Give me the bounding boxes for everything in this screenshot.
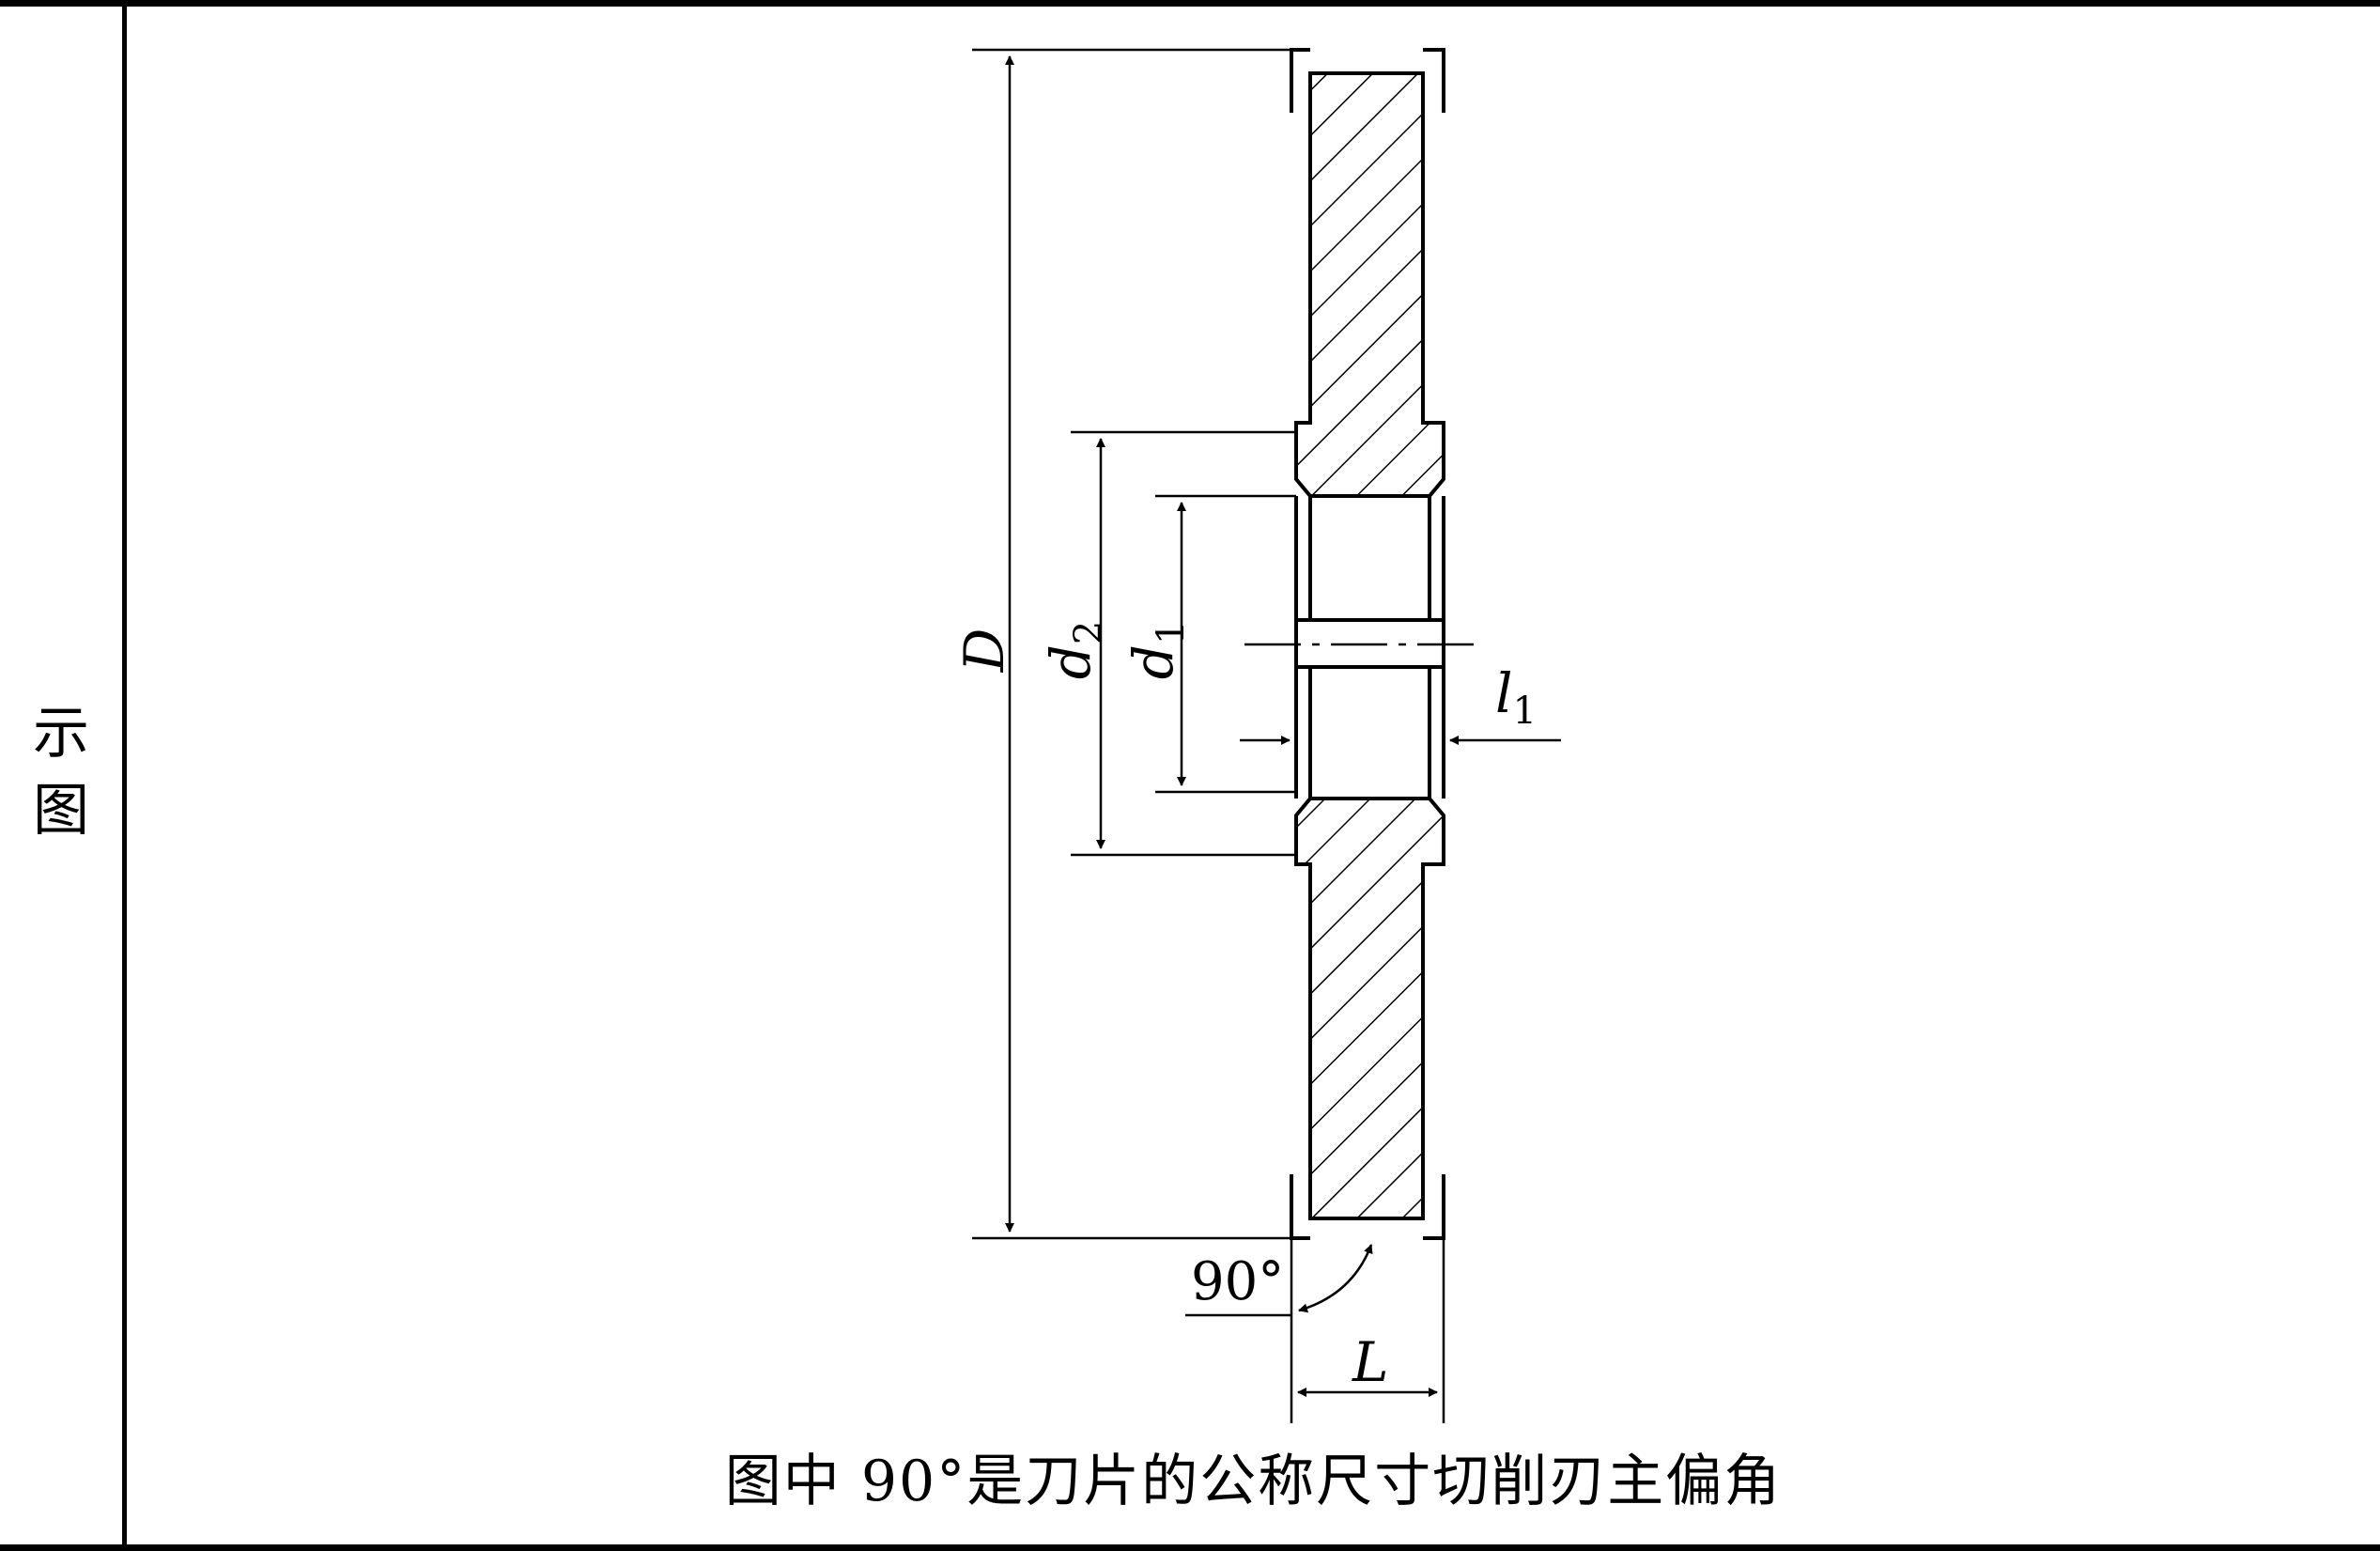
label-L: L — [1352, 1330, 1389, 1394]
dimension-lines — [972, 48, 1561, 1423]
lower-blade — [1294, 797, 1445, 1220]
tooth-bracket-top-left — [1290, 48, 1310, 113]
row-header: 示 图 — [0, 695, 122, 849]
top-border — [0, 0, 2380, 7]
tooth-bracket-bottom-left — [1290, 1174, 1310, 1240]
label-d1: d1 — [1121, 621, 1193, 680]
label-l1: l1 — [1495, 661, 1537, 733]
dim-angle-arc — [1298, 1244, 1373, 1313]
row-header-char-1: 示 — [33, 701, 89, 767]
upper-blade — [1294, 71, 1445, 498]
label-D: D — [952, 628, 1016, 674]
column-divider — [122, 0, 127, 1551]
tooth-bracket-top-right — [1423, 48, 1445, 113]
tooth-bracket-bottom-right — [1423, 1174, 1445, 1240]
label-angle: 90° — [1191, 1251, 1284, 1312]
bottom-border — [0, 1544, 2380, 1551]
dimension-labels: D d2 d1 l1 L 90° — [952, 621, 1537, 1394]
label-d2: d2 — [1039, 621, 1110, 680]
row-header-char-2: 图 — [33, 778, 89, 844]
figure-caption: 图中 90°是刀片的公称尺寸切削刃主偏角 — [724, 1449, 1783, 1514]
